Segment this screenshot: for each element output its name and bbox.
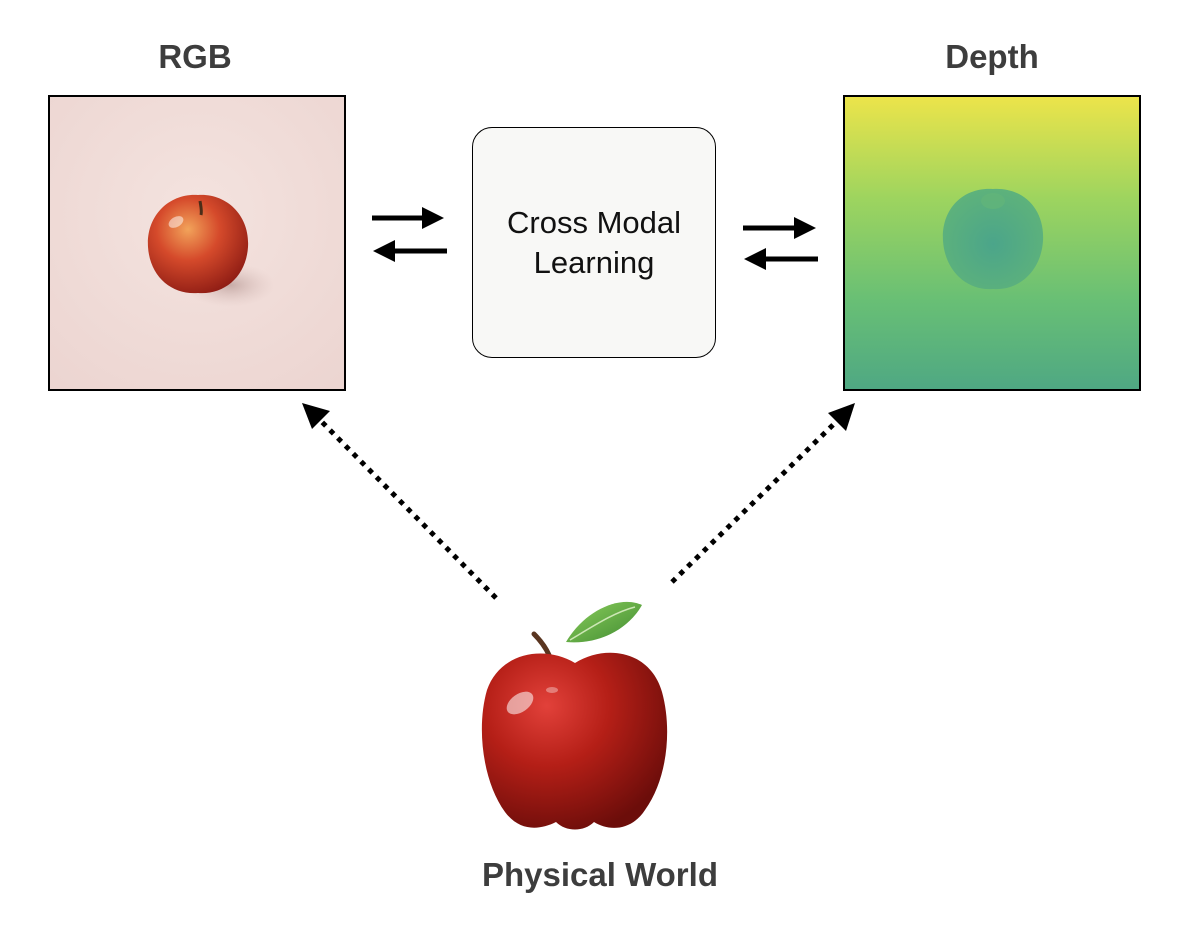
dotted-arrow-to-rgb-icon: [302, 403, 498, 600]
cross-modal-learning-label: Cross Modal Learning: [507, 204, 681, 280]
bidirectional-arrows-right-icon: [743, 217, 818, 270]
apple-photo-icon: [50, 97, 344, 389]
depth-image-panel: [843, 95, 1141, 391]
cross-modal-learning-box: Cross Modal Learning: [472, 127, 716, 358]
dotted-arrow-to-depth-icon: [670, 403, 855, 584]
depth-title: Depth: [945, 38, 1039, 75]
rgb-image-panel: [48, 95, 346, 391]
rgb-title: RGB: [158, 38, 232, 75]
apple-depth-map-icon: [845, 97, 1139, 389]
bidirectional-arrows-left-icon: [372, 207, 447, 262]
physical-apple-icon: [481, 601, 668, 830]
physical-world-title: Physical World: [482, 856, 718, 893]
